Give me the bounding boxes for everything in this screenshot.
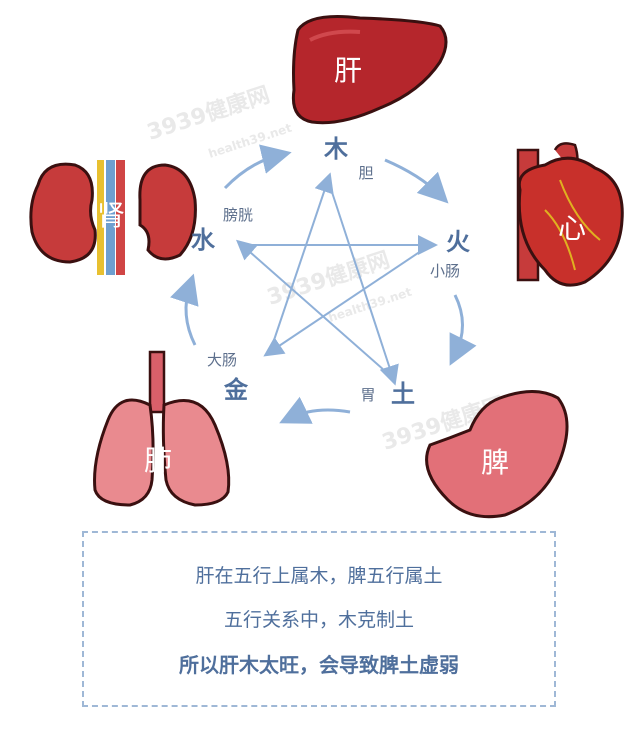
element-wood: 木 bbox=[323, 135, 349, 163]
element-metal: 金 bbox=[223, 376, 249, 404]
arrow-metal-to-water bbox=[170, 273, 199, 346]
organ-label-heart: 心 bbox=[558, 212, 586, 245]
organ-label-liver: 肝 bbox=[334, 54, 362, 87]
arrow-wood-to-earth bbox=[327, 179, 399, 386]
fu-label-large-intestine: 大肠 bbox=[207, 351, 237, 369]
caption-line-1: 肝在五行上属木，脾五行属土 bbox=[195, 565, 443, 587]
caption-line-3: 所以肝木太旺，会导致脾土虚弱 bbox=[179, 653, 459, 677]
arrow-earth-to-metal bbox=[279, 396, 351, 424]
organ-label-lung: 肺 bbox=[144, 444, 172, 477]
organ-label-spleen: 脾 bbox=[481, 446, 509, 479]
element-fire: 火 bbox=[446, 228, 470, 256]
liver-illustration: 肝 bbox=[291, 15, 448, 125]
caption-line-2: 五行关系中，木克制土 bbox=[223, 609, 414, 631]
arrow-fire-to-metal bbox=[263, 244, 431, 357]
arrow-earth-to-water bbox=[235, 239, 394, 379]
element-water: 水 bbox=[191, 226, 216, 254]
fu-label-small-intestine: 小肠 bbox=[430, 262, 460, 280]
svg-text:health39.net: health39.net bbox=[207, 121, 294, 161]
arrow-metal-to-wood bbox=[269, 172, 334, 353]
controlling-star-arrows bbox=[235, 172, 438, 386]
element-earth: 土 bbox=[391, 380, 415, 408]
watermark-1: 3939健康网 health39.net bbox=[144, 82, 294, 161]
watermark-2: 3939健康网 health39.net bbox=[264, 247, 414, 325]
arrow-wood-to-fire bbox=[384, 158, 449, 204]
lung-illustration: 肺 bbox=[93, 350, 231, 507]
generating-cycle-arrows bbox=[170, 144, 477, 424]
arrow-water-to-wood bbox=[223, 144, 292, 190]
spleen-illustration: 脾 bbox=[425, 390, 569, 519]
arrow-fire-to-earth bbox=[449, 294, 477, 366]
fu-label-gallbladder: 胆 bbox=[358, 164, 373, 182]
caption-box: 肝在五行上属木，脾五行属土 五行关系中，木克制土 所以肝木太旺，会导致脾土虚弱 bbox=[82, 531, 556, 707]
kidney-illustration: 肾 bbox=[29, 160, 197, 275]
fu-label-bladder: 膀胱 bbox=[223, 206, 253, 224]
organ-label-kidney: 肾 bbox=[97, 199, 125, 232]
heart-illustration: 心 bbox=[516, 142, 624, 287]
fu-label-stomach: 胃 bbox=[360, 386, 375, 404]
